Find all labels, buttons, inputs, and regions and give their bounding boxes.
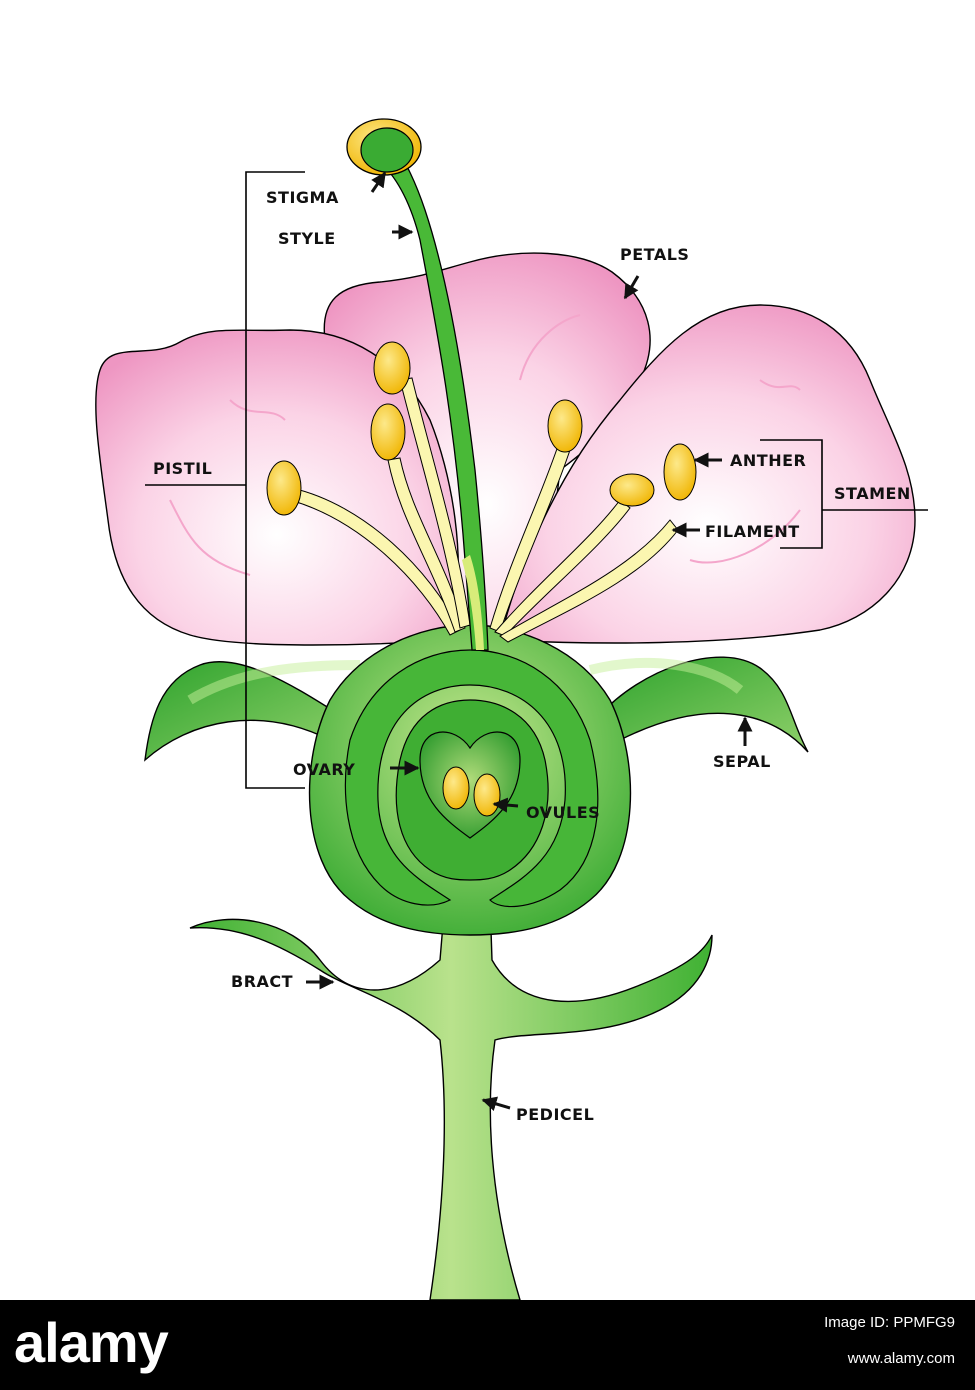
label-petals: PETALS [620, 245, 689, 264]
label-pedicel: PEDICEL [516, 1105, 594, 1124]
anther-2 [370, 403, 406, 461]
ovary-group [308, 624, 632, 936]
label-style: STYLE [278, 229, 336, 248]
leaders-group [145, 171, 928, 789]
label-filament: FILAMENT [705, 522, 800, 541]
pedicel-arrow [481, 1096, 511, 1112]
flower-diagram: STIGMA STYLE PETALS PISTIL ANTHER STAMEN… [95, 118, 928, 1300]
arrows-group [306, 171, 753, 1112]
ovule-left [442, 766, 470, 810]
footer-bar: alamy Image ID: PPMFG9 www.alamy.com [0, 1300, 975, 1390]
stigma [360, 127, 414, 173]
right-petal [499, 304, 916, 644]
anther-5 [609, 473, 655, 507]
label-bract: BRACT [231, 972, 293, 991]
label-ovary: OVARY [293, 760, 355, 779]
pistil-group [346, 118, 489, 651]
anther-3 [373, 341, 411, 395]
stamens-group [266, 341, 697, 643]
pistil-bracket [245, 171, 305, 789]
stamen-bracket [760, 439, 823, 549]
label-anther: ANTHER [730, 451, 806, 470]
anther-1 [266, 460, 302, 516]
alamy-logo: alamy [14, 1311, 169, 1374]
petals-arrow [623, 275, 640, 300]
anther-6 [663, 443, 697, 501]
label-ovules: OVULES [526, 803, 600, 822]
label-stamen: STAMEN [834, 484, 911, 503]
ovule-right [473, 773, 501, 817]
sepals-group [144, 656, 809, 762]
label-stigma: STIGMA [266, 188, 339, 207]
label-pistil: PISTIL [153, 459, 212, 478]
ovules-arrow [492, 797, 519, 813]
label-sepal: SEPAL [713, 752, 771, 771]
image-id: Image ID: PPMFG9 [824, 1314, 955, 1331]
stigma-arrow [370, 171, 387, 193]
labels-group: STIGMA STYLE PETALS PISTIL ANTHER STAMEN… [153, 188, 911, 1124]
stem-group [189, 899, 713, 1300]
anther-4 [547, 399, 583, 453]
pedicel-stem [189, 899, 713, 1300]
site-url: www.alamy.com [847, 1350, 955, 1367]
